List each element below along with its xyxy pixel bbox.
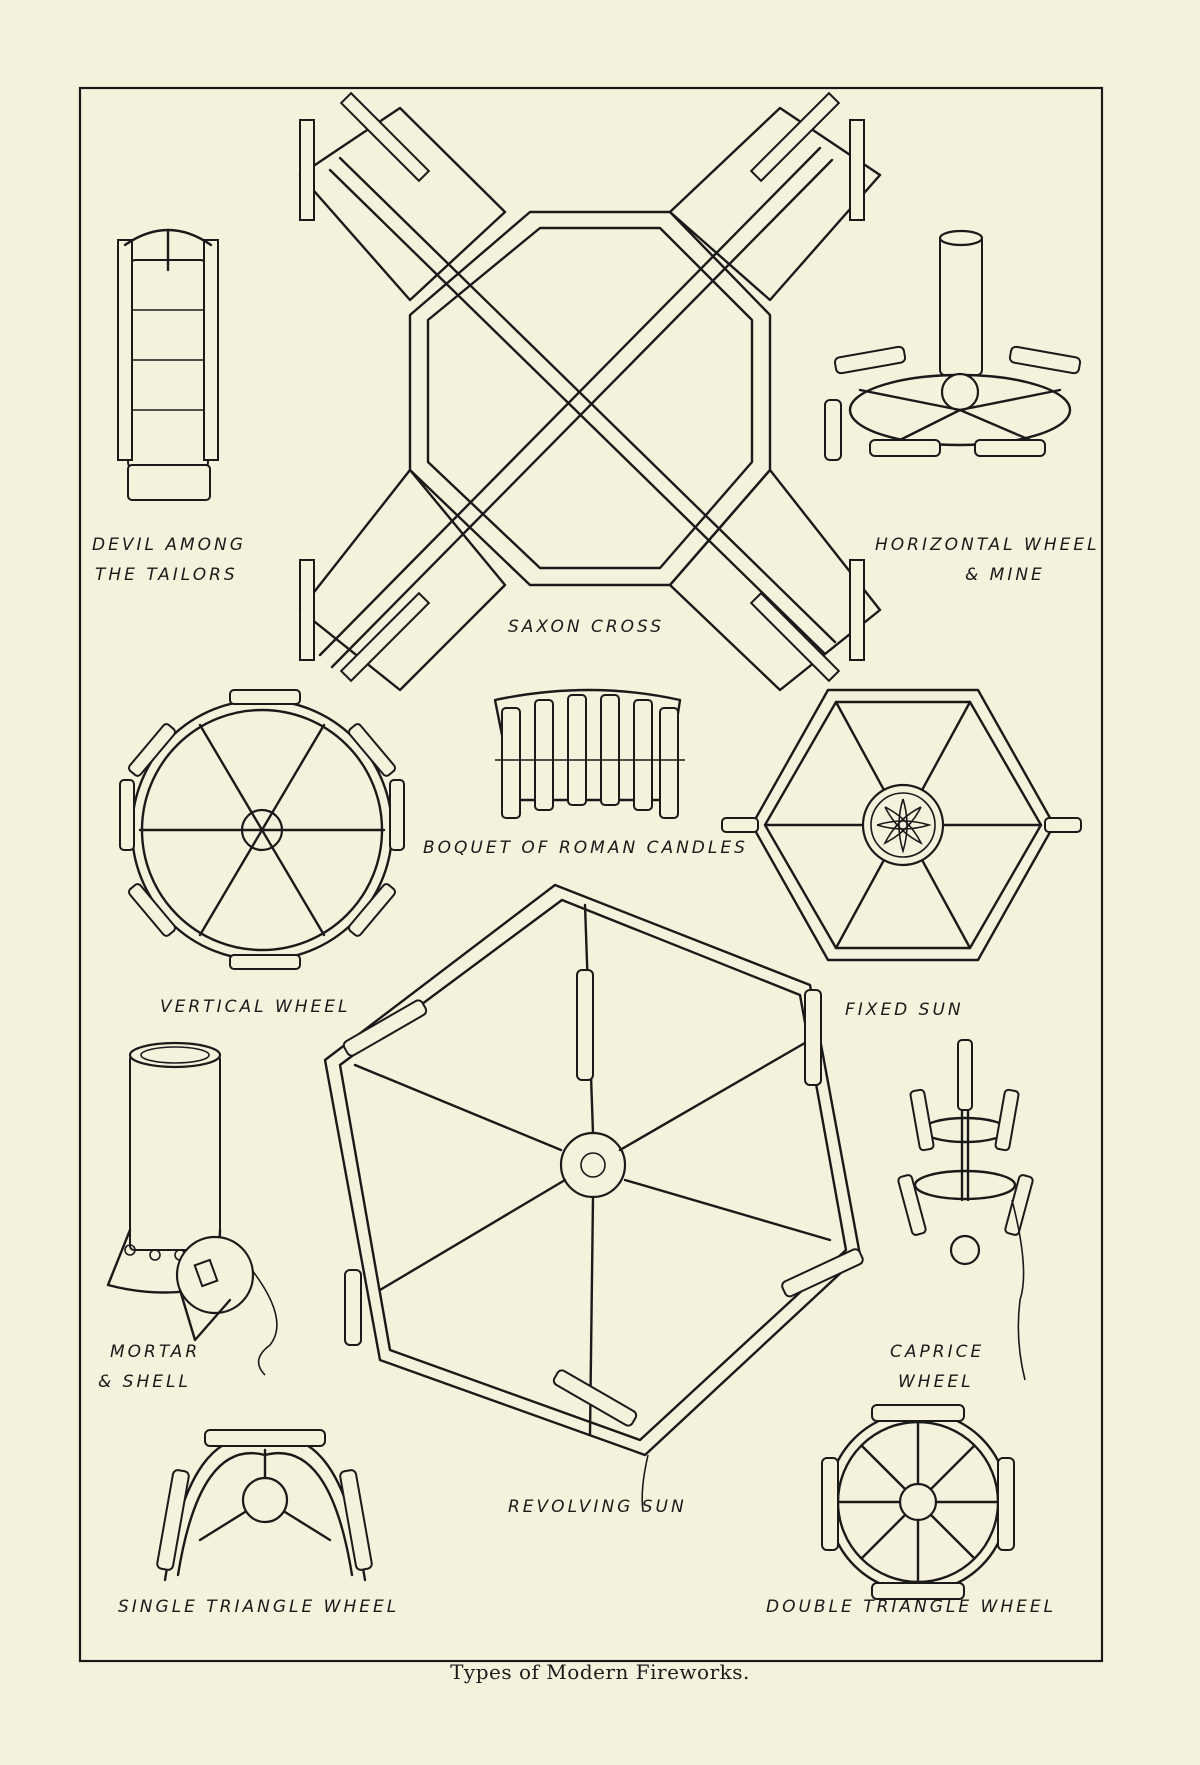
- boquet-of-roman-candles-drawing: [493, 688, 685, 819]
- label-vertical-wheel: VERTICAL WHEEL: [160, 997, 351, 1017]
- label-fixed-sun: FIXED SUN: [845, 1000, 964, 1020]
- mortar-shell-drawing: [106, 1041, 278, 1376]
- saxon-cross-drawing: [298, 91, 882, 692]
- label-caprice-line1: CAPRICE: [890, 1342, 984, 1362]
- single-triangle-wheel-drawing: [156, 1429, 373, 1582]
- label-horizontal-wheel-line2: & MINE: [965, 565, 1045, 585]
- label-caprice-line2: WHEEL: [898, 1372, 974, 1392]
- double-triangle-wheel-drawing: [821, 1404, 1015, 1600]
- label-double-triangle-wheel: DOUBLE TRIANGLE WHEEL: [766, 1597, 1056, 1617]
- fixed-sun-drawing: [721, 688, 1082, 962]
- label-devil-among-line1: DEVIL AMONG: [92, 535, 246, 555]
- caprice-wheel-drawing: [897, 1039, 1034, 1381]
- horizontal-wheel-mine-drawing: [824, 229, 1082, 461]
- label-mortar-line2: & SHELL: [98, 1372, 191, 1392]
- label-mortar-line1: MORTAR: [110, 1342, 200, 1362]
- label-saxon-cross: SAXON CROSS: [508, 617, 664, 637]
- revolving-sun-drawing: [323, 883, 864, 1511]
- vertical-wheel-drawing: [119, 689, 405, 970]
- label-revolving-sun: REVOLVING SUN: [508, 1497, 687, 1517]
- figure-caption: Types of Modern Fireworks.: [450, 1660, 750, 1684]
- label-horizontal-wheel-line1: HORIZONTAL WHEEL: [875, 535, 1100, 555]
- plate-border: [78, 86, 1104, 1663]
- label-devil-among-line2: THE TAILORS: [95, 565, 238, 585]
- label-single-triangle-wheel: SINGLE TRIANGLE WHEEL: [118, 1597, 399, 1617]
- devil-among-the-tailors-drawing: [117, 228, 219, 501]
- label-boquet-roman-candles: BOQUET OF ROMAN CANDLES: [423, 838, 748, 858]
